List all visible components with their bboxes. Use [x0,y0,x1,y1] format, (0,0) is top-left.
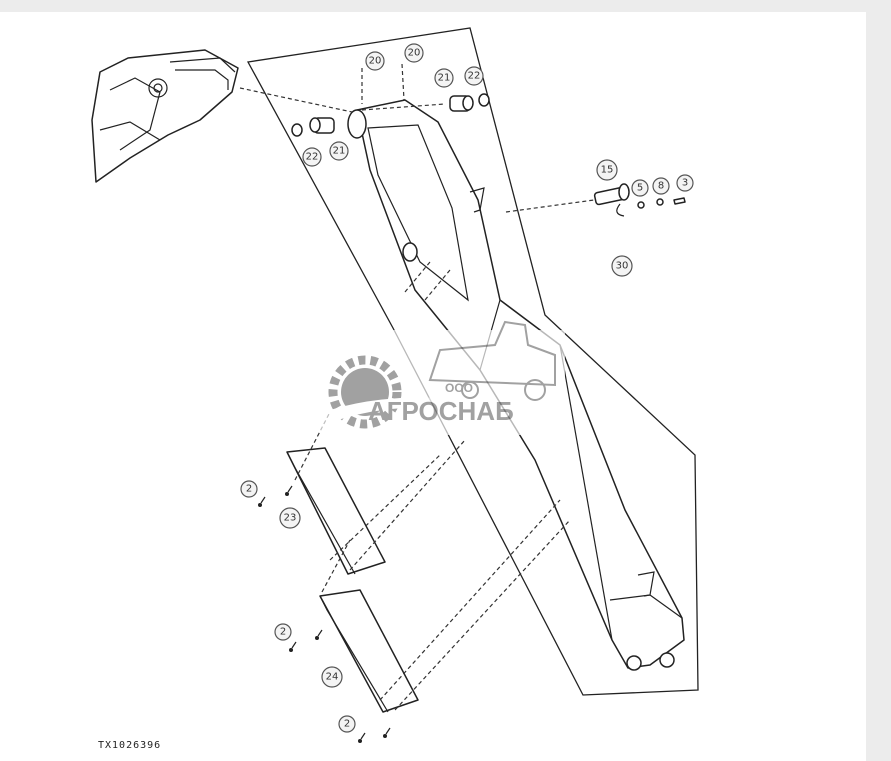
callout-22a: 22 [464,66,484,86]
callout-24: 24 [321,666,343,688]
svg-text:20: 20 [408,48,421,59]
callout-23: 23 [279,507,301,529]
svg-text:3: 3 [682,178,688,189]
callout-30: 30 [611,255,633,277]
watermark-prefix: ООО [445,381,473,395]
svg-text:2: 2 [344,719,350,730]
callout-2a: 2 [240,480,258,498]
callout-5: 5 [631,179,649,197]
gear-icon [328,355,440,429]
pin-assembly [593,183,686,217]
svg-text:2: 2 [246,484,252,495]
callout-8: 8 [652,177,670,195]
watermark-name: АГРОСНАБ [368,396,514,426]
callout-2c: 2 [338,715,356,733]
cover-plate-23 [286,447,386,575]
svg-text:22: 22 [306,152,319,163]
callout-2b: 2 [274,623,292,641]
bushing-set [291,93,490,137]
callout-3: 3 [676,174,694,192]
assembly-lines [239,63,595,711]
callout-22b: 22 [302,147,322,167]
svg-text:2: 2 [280,627,286,638]
callout-15: 15 [596,159,618,181]
svg-text:30: 30 [616,261,629,272]
svg-text:24: 24 [326,672,339,683]
svg-text:22: 22 [468,71,481,82]
cover-plate-24 [319,589,419,713]
svg-text:8: 8 [658,181,664,192]
svg-text:23: 23 [284,513,297,524]
diagram-sheet: 20 20 21 22 22 21 15 5 8 3 30 2 23 2 24 … [0,12,866,761]
harvester-icon [428,320,556,401]
callout-20a: 20 [365,51,385,71]
agrosnab-watermark: ООО АГРОСНАБ [320,320,565,435]
svg-text:20: 20 [369,56,382,67]
attachment-bracket [91,49,239,183]
svg-text:21: 21 [438,73,451,84]
callout-20b: 20 [404,43,424,63]
svg-text:15: 15 [601,165,614,176]
figure-id: TX1026396 [98,740,162,751]
svg-text:21: 21 [333,146,346,157]
callout-21a: 21 [434,68,454,88]
svg-text:5: 5 [637,183,643,194]
bolts [258,485,391,743]
exploded-parts-diagram: 20 20 21 22 22 21 15 5 8 3 30 2 23 2 24 … [91,27,699,743]
callout-21b: 21 [329,141,349,161]
